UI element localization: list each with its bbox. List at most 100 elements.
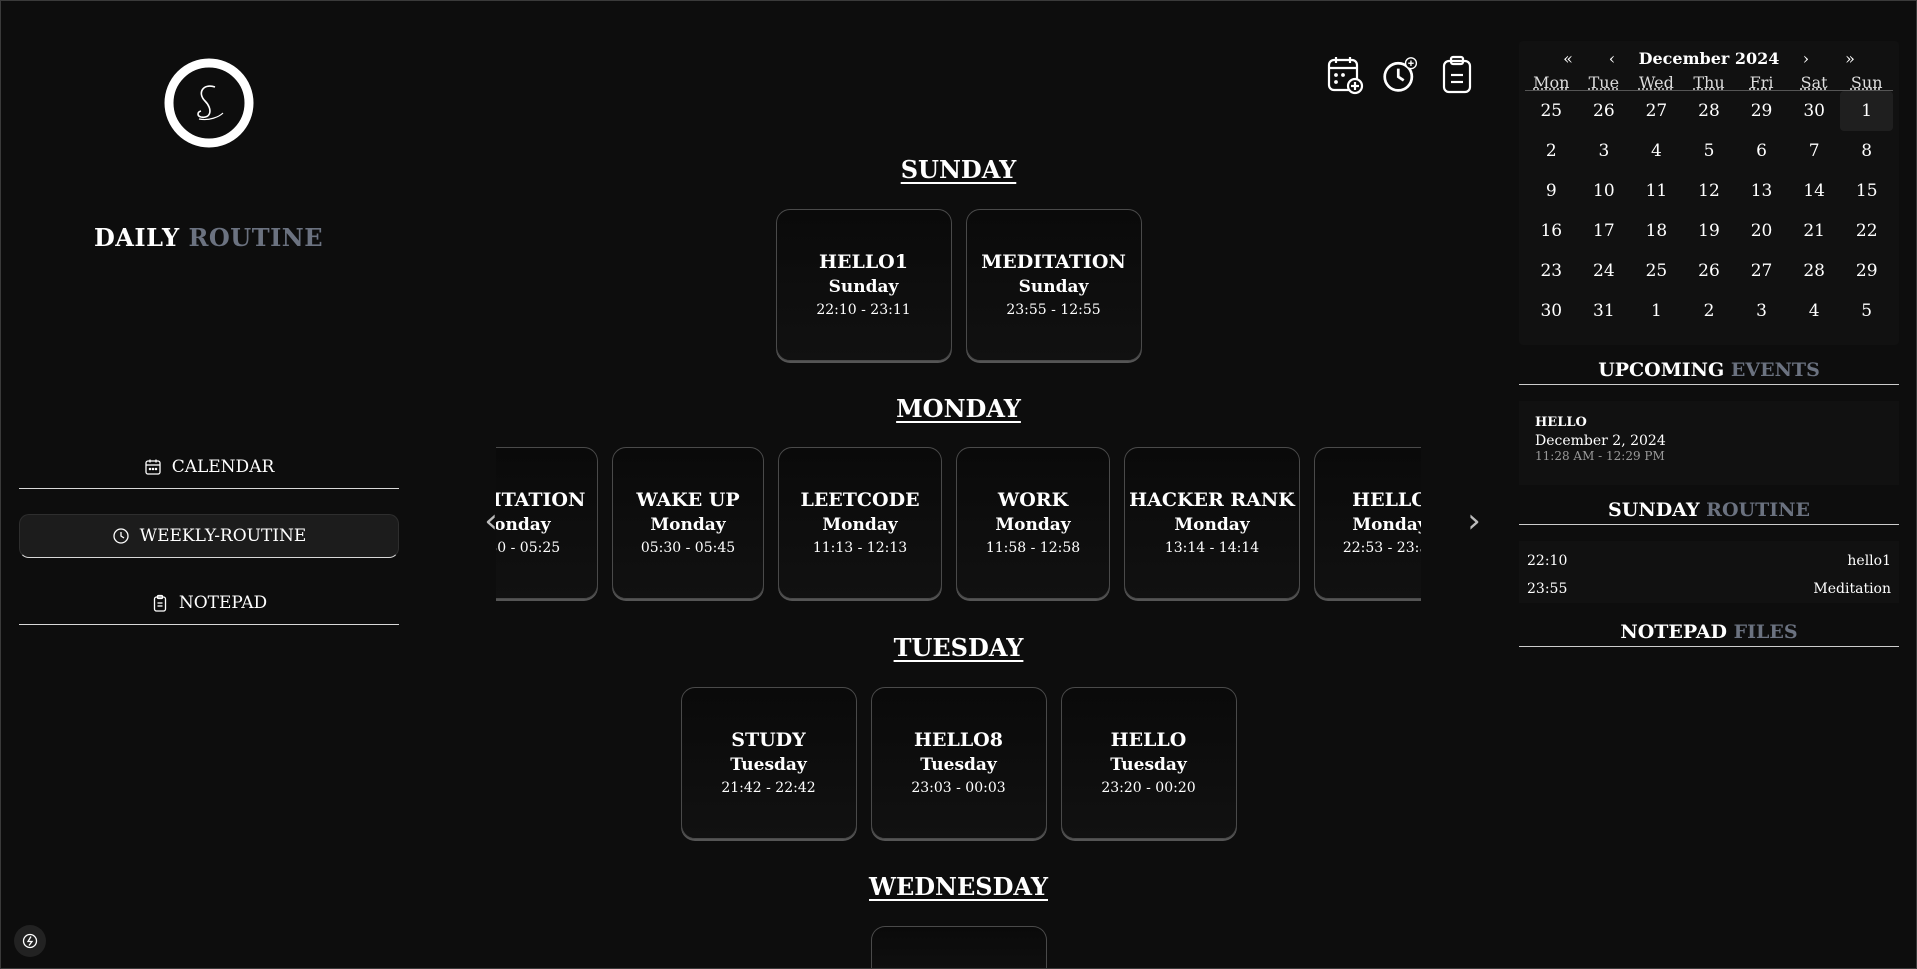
calendar-day[interactable]: 3 xyxy=(1598,141,1610,161)
calendar-day[interactable]: 21 xyxy=(1803,221,1825,241)
add-routine-button[interactable] xyxy=(1382,55,1420,95)
routine-card[interactable]: HELLO Tuesday 23:20 - 00:20 xyxy=(1060,687,1237,839)
calendar-day[interactable]: 23 xyxy=(1540,261,1563,281)
nav-calendar-label: CALENDAR xyxy=(171,456,275,477)
calendar-day[interactable]: 31 xyxy=(1593,301,1615,321)
calendar-day[interactable]: 20 xyxy=(1750,221,1773,241)
chevron-left-icon[interactable]: ‹ xyxy=(484,501,498,541)
calendar-day[interactable]: 25 xyxy=(1540,101,1563,121)
card-day: Monday xyxy=(496,515,551,535)
calendar-day[interactable]: 8 xyxy=(1861,141,1873,161)
nav-calendar[interactable]: CALENDAR xyxy=(19,445,399,489)
card-title: MEDITATION xyxy=(496,489,586,511)
calendar-day[interactable]: 13 xyxy=(1750,181,1773,201)
event-name: HELLO xyxy=(1535,415,1587,430)
calendar-day[interactable]: 28 xyxy=(1698,101,1720,121)
calendar-day[interactable]: 9 xyxy=(1545,181,1557,201)
next-year-button[interactable]: » xyxy=(1845,48,1855,68)
calendar-day[interactable]: 11 xyxy=(1645,181,1668,201)
day-title-monday: MONDAY xyxy=(896,394,1021,423)
calendar-day[interactable]: 5 xyxy=(1703,141,1715,161)
nav-notepad[interactable]: NOTEPAD xyxy=(19,581,399,625)
card-title: MEDITATION xyxy=(981,251,1126,273)
calendar-day[interactable]: 2 xyxy=(1545,141,1557,161)
routine-card[interactable]: WORK Monday 11:58 - 12:58 xyxy=(956,447,1110,599)
toolbar xyxy=(1326,55,1476,95)
calendar-day[interactable]: 27 xyxy=(1750,261,1773,281)
list-item[interactable]: 22:10 hello1 xyxy=(1527,547,1891,575)
calendar-day[interactable]: 24 xyxy=(1593,261,1615,281)
calendar-day[interactable]: 5 xyxy=(1861,301,1873,321)
clock-icon xyxy=(112,528,129,544)
routine-card[interactable]: HACKER RANK Monday 13:14 - 14:14 xyxy=(1124,447,1300,599)
calendar-day[interactable]: 30 xyxy=(1540,301,1563,321)
nav-notepad-label: NOTEPAD xyxy=(178,592,268,613)
calendar-day[interactable]: 15 xyxy=(1855,181,1878,201)
calendar-day[interactable]: 12 xyxy=(1698,181,1720,201)
weekday-label: Mon xyxy=(1525,73,1578,92)
calendar-day[interactable]: 29 xyxy=(1855,261,1878,281)
routine-card[interactable]: HELLO1 Sunday 22:10 - 23:11 xyxy=(775,209,952,361)
lightning-icon[interactable] xyxy=(14,925,46,957)
clock-add-icon xyxy=(1383,57,1418,92)
calendar-day[interactable]: 7 xyxy=(1808,141,1820,161)
nav-weekly-routine-label: WEEKLY-ROUTINE xyxy=(139,526,307,546)
routine-card[interactable]: MEDITATION Monday 04:30 - 05:25 xyxy=(496,447,598,599)
calendar-day[interactable]: 22 xyxy=(1855,221,1878,241)
calendar-day[interactable]: 1 xyxy=(1840,91,1893,131)
calendar-day[interactable]: 27 xyxy=(1645,101,1668,121)
next-month-button[interactable]: › xyxy=(1802,48,1810,68)
card-day: Tuesday xyxy=(730,755,807,775)
calendar-day[interactable]: 6 xyxy=(1756,141,1767,161)
upcoming-events-title: UPCOMING EVENTS xyxy=(1519,359,1899,385)
calendar-day[interactable]: 2 xyxy=(1703,301,1715,321)
calendar-day[interactable]: 16 xyxy=(1540,221,1563,241)
calendar-day[interactable]: 4 xyxy=(1808,301,1820,321)
add-note-button[interactable] xyxy=(1438,55,1476,95)
sunday-cards: HELLO1 Sunday 22:10 - 23:11 MEDITATION S… xyxy=(456,209,1461,361)
weekday-label: Wed xyxy=(1630,73,1683,92)
monday-cards: MEDITATION Monday 04:30 - 05:25 WAKE UP … xyxy=(496,447,1421,599)
chevron-right-icon[interactable]: › xyxy=(1467,501,1481,541)
routine-card[interactable] xyxy=(870,926,1047,968)
calendar-day[interactable]: 18 xyxy=(1645,221,1668,241)
logo xyxy=(164,58,254,148)
card-time: 22:53 - 23:53 xyxy=(1342,540,1421,556)
prev-year-button[interactable]: « xyxy=(1563,48,1573,68)
notepad-title-accent: FILES xyxy=(1733,621,1798,643)
routine-card[interactable]: WAKE UP Monday 05:30 - 05:45 xyxy=(612,447,764,599)
calendar-day[interactable]: 4 xyxy=(1651,141,1662,161)
calendar-day[interactable]: 1 xyxy=(1651,301,1662,321)
card-title: HELLO xyxy=(1352,489,1421,511)
weekday-label: Sat xyxy=(1787,73,1841,92)
calendar-month-label[interactable]: December 2024 xyxy=(1638,48,1780,68)
routine-card[interactable]: HELLO Monday 22:53 - 23:53 xyxy=(1314,447,1421,599)
card-time: 23:20 - 00:20 xyxy=(1101,780,1196,796)
calendar-day[interactable]: 19 xyxy=(1698,221,1720,241)
routine-card[interactable]: STUDY Tuesday 21:42 - 22:42 xyxy=(680,687,857,839)
upcoming-title-main: UPCOMING xyxy=(1598,359,1725,381)
calendar-day[interactable]: 3 xyxy=(1756,301,1767,321)
calendar-day[interactable]: 29 xyxy=(1750,101,1773,121)
calendar-day[interactable]: 25 xyxy=(1645,261,1668,281)
card-title: HACKER RANK xyxy=(1129,489,1295,511)
prev-month-button[interactable]: ‹ xyxy=(1608,48,1616,68)
card-title: STUDY xyxy=(731,729,806,751)
routine-card[interactable]: HELLO8 Tuesday 23:03 - 00:03 xyxy=(870,687,1047,839)
sunday-routine-list: 22:10 hello1 23:55 Meditation xyxy=(1519,541,1899,603)
list-item[interactable]: 23:55 Meditation xyxy=(1527,575,1891,603)
nav-weekly-routine[interactable]: WEEKLY-ROUTINE xyxy=(19,514,399,558)
event-item[interactable]: HELLO December 2, 2024 11:28 AM - 12:29 … xyxy=(1519,401,1899,485)
calendar-day[interactable]: 10 xyxy=(1593,181,1615,201)
calendar-day[interactable]: 30 xyxy=(1803,101,1825,121)
add-event-button[interactable] xyxy=(1326,55,1364,95)
routine-card[interactable]: LEETCODE Monday 11:13 - 12:13 xyxy=(778,447,942,599)
routine-card[interactable]: MEDITATION Sunday 23:55 - 12:55 xyxy=(965,209,1142,361)
calendar-day[interactable]: 26 xyxy=(1698,261,1720,281)
calendar-day[interactable]: 26 xyxy=(1593,101,1615,121)
calendar-day[interactable]: 17 xyxy=(1593,221,1615,241)
calendar-day[interactable]: 28 xyxy=(1803,261,1825,281)
calendar-day[interactable]: 14 xyxy=(1803,181,1825,201)
card-time: 11:13 - 12:13 xyxy=(812,540,908,556)
